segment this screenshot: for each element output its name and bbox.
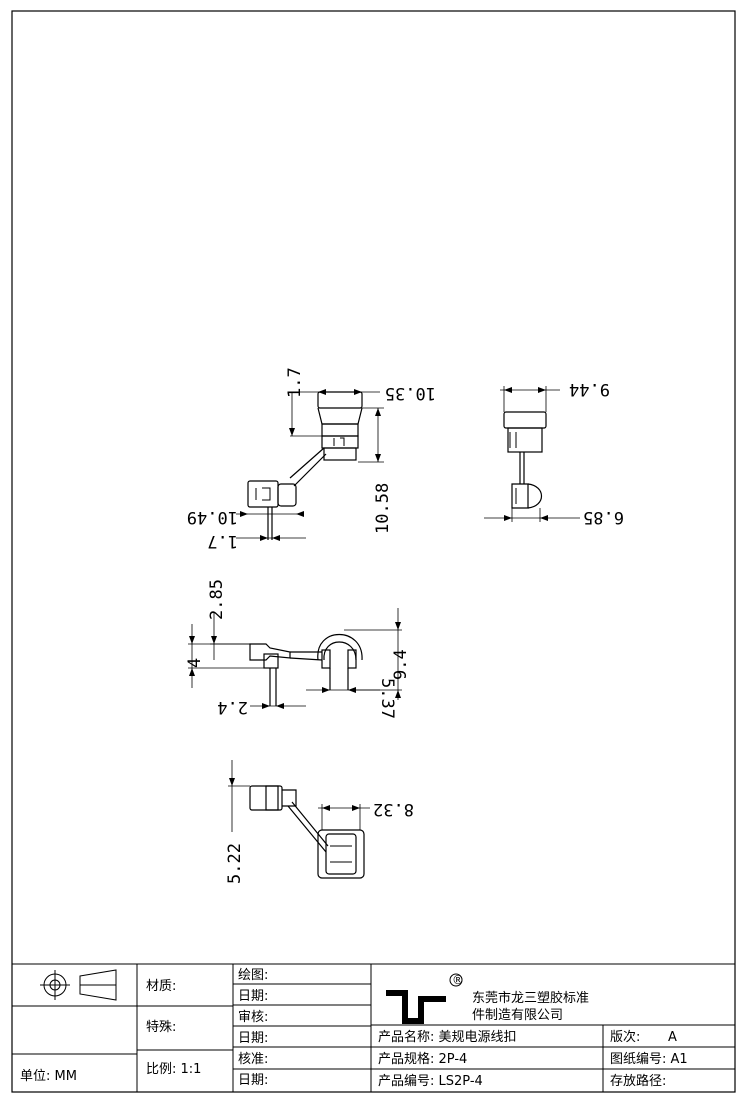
view-bottom (228, 760, 370, 879)
product-spec: 产品规格: 2P-4 (378, 1051, 467, 1067)
special-label: 特殊: (146, 1020, 176, 1035)
approve-label: 核准: (238, 1052, 268, 1067)
review-label: 审核: (238, 1010, 268, 1025)
company-name-line1: 东莞市龙三塑胶标准 (472, 990, 589, 1006)
view-side (484, 386, 580, 522)
dim-10.35: 10.35 (385, 383, 436, 403)
company-logo (386, 973, 463, 1024)
dim-2.85: 2.85 (207, 579, 227, 620)
product-name: 产品名称: 美规电源线扣 (378, 1029, 517, 1045)
projection-symbol-icon (40, 969, 117, 1001)
scale-label: 比例: 1:1 (146, 1062, 201, 1077)
dim-1.7-top: 1.7 (285, 367, 305, 398)
product-number: 产品编号: LS2P-4 (378, 1074, 483, 1089)
version-label: 版次: (610, 1029, 640, 1045)
dim-9.44: 9.44 (569, 379, 610, 399)
version-value: A (668, 1030, 677, 1045)
title-block (11, 963, 736, 1093)
company-name-line2: 件制造有限公司 (472, 1008, 563, 1023)
dim-10.58: 10.58 (373, 483, 393, 534)
dim-6.85: 6.85 (583, 507, 624, 527)
view-front (236, 389, 384, 541)
dim-5.37: 5.37 (377, 678, 397, 719)
drawn-label: 绘图: (238, 968, 268, 983)
unit-label: 单位: MM (20, 1069, 77, 1084)
date-label-2: 日期: (238, 1031, 268, 1046)
dim-8.32: 8.32 (373, 799, 414, 819)
sheet-border (11, 10, 736, 1093)
dim-5.22: 5.22 (225, 843, 245, 884)
registered-mark: ® (452, 973, 464, 987)
material-label: 材质: (146, 979, 176, 994)
dim-1.7-bottom: 1.7 (207, 531, 238, 551)
date-label-1: 日期: (238, 989, 268, 1004)
dim-4: 4 (185, 658, 205, 668)
view-top (188, 608, 402, 709)
dim-9.4: 9.4 (391, 649, 411, 680)
date-label-3: 日期: (238, 1073, 268, 1088)
dim-10.49: 10.49 (187, 507, 238, 527)
dim-2.4: 2.4 (217, 697, 248, 717)
storage-path: 存放路径: (610, 1073, 666, 1089)
sheet-number: 图纸编号: A1 (610, 1052, 688, 1067)
